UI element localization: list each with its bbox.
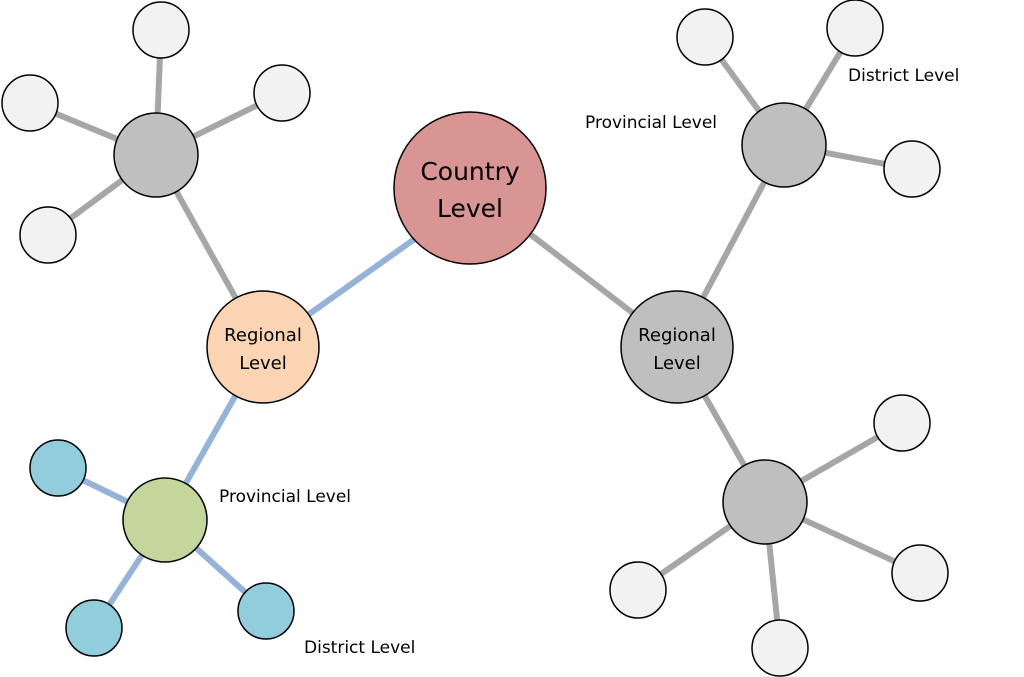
provincial-right-top-label: Provincial Level (585, 113, 717, 133)
regional-left-label-line1: Regional (224, 325, 302, 346)
district-left-2-node (237, 582, 295, 640)
district-bottomright-4-node (609, 561, 667, 619)
district-left-2-circle (237, 582, 295, 640)
provincial-bottomright-node (722, 459, 808, 545)
district-topright-2-node (826, 0, 884, 57)
district-bottomright-2-circle (891, 544, 949, 602)
district-topright-3-circle (883, 140, 941, 198)
district-topleft-4-circle (19, 206, 77, 264)
country-node: Country Level (393, 111, 547, 265)
regional-right-label-line1: Regional (638, 325, 716, 346)
provincial-left-node (122, 477, 208, 563)
district-topright-2-circle (826, 0, 884, 57)
district-bottomright-3-node (751, 619, 809, 677)
district-topleft-1-circle (132, 1, 190, 59)
district-bottomright-1-node (873, 394, 931, 452)
regional-left-label-line2: Level (239, 353, 287, 374)
district-topleft-2-node (1, 74, 59, 132)
regional-right-circle (620, 290, 734, 404)
regional-left-circle (206, 290, 320, 404)
district-left-3-circle (65, 599, 123, 657)
provincial-bottomright-circle (722, 459, 808, 545)
district-bottomright-2-node (891, 544, 949, 602)
regional-right-label-line2: Level (653, 353, 701, 374)
regional-right-node: Regional Level (620, 290, 734, 404)
provincial-topleft-circle (113, 112, 199, 198)
district-topleft-3-node (253, 64, 311, 122)
district-left-1-node (29, 439, 87, 497)
district-bottomright-1-circle (873, 394, 931, 452)
district-topleft-1-node (132, 1, 190, 59)
district-topright-1-node (676, 8, 734, 66)
district-topleft-2-circle (1, 74, 59, 132)
country-label-line1: Country (420, 157, 520, 186)
level-labels: Provincial Level District Level Provinci… (219, 66, 959, 658)
district-bottomright-4-circle (609, 561, 667, 619)
district-topleft-3-circle (253, 64, 311, 122)
district-topright-1-circle (676, 8, 734, 66)
district-topright-3-node (883, 140, 941, 198)
country-circle (393, 111, 547, 265)
district-left-3-node (65, 599, 123, 657)
nodes: Country Level Regional Level Regional Le… (1, 0, 949, 677)
district-left-1-circle (29, 439, 87, 497)
country-label-line2: Level (437, 194, 503, 223)
provincial-topright-circle (741, 102, 827, 188)
provincial-left-circle (122, 477, 208, 563)
regional-left-node: Regional Level (206, 290, 320, 404)
district-bottomright-3-circle (751, 619, 809, 677)
district-left-label: District Level (304, 638, 415, 658)
district-right-top-label: District Level (848, 66, 959, 86)
district-topleft-4-node (19, 206, 77, 264)
provincial-topright-node (741, 102, 827, 188)
provincial-left-label: Provincial Level (219, 487, 351, 507)
provincial-topleft-node (113, 112, 199, 198)
